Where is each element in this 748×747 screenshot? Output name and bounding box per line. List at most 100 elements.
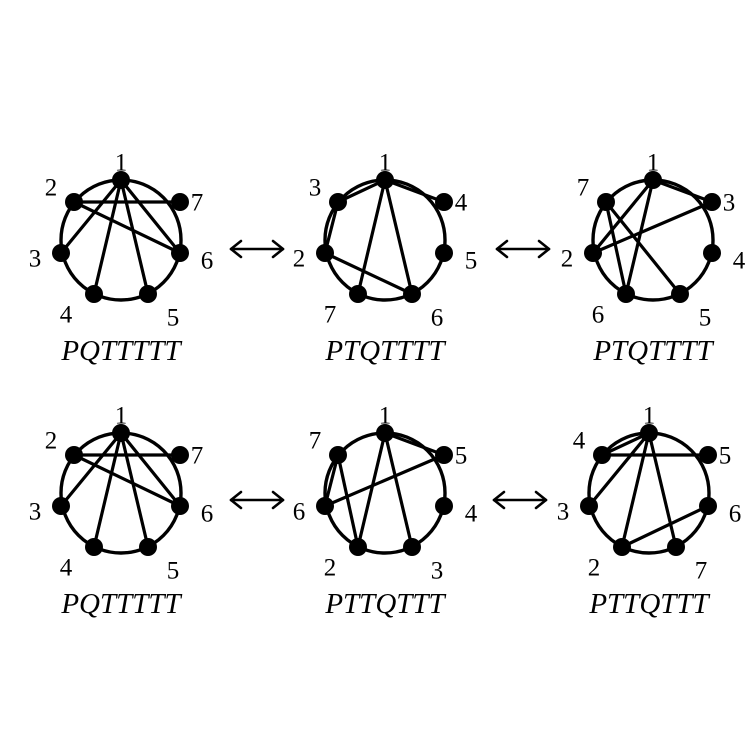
chord-edge (591, 200, 714, 255)
vertex-node (597, 193, 615, 211)
vertex-node (139, 538, 157, 556)
chord-edge (356, 178, 387, 296)
vertex-label: 2 (561, 246, 574, 273)
chord-edge (92, 431, 123, 549)
vertex-label: 6 (431, 305, 444, 332)
vertex-node (349, 285, 367, 303)
chord-edge (72, 200, 182, 255)
vertex-label: 3 (309, 175, 322, 202)
double-arrow-icon: ⟷ (229, 239, 285, 259)
vertex-label: 7 (324, 302, 337, 329)
vertex-label: 2 (45, 428, 58, 455)
vertex-label: 1 (643, 403, 656, 430)
chord-edge (336, 453, 360, 549)
vertex-label: 2 (293, 246, 306, 273)
vertex-label: 7 (695, 558, 708, 585)
vertex-node (435, 446, 453, 464)
double-arrow-icon: ⟷ (492, 490, 548, 510)
vertex-node (613, 538, 631, 556)
vertex-label: 6 (729, 501, 742, 528)
chord-edge (356, 431, 387, 549)
vertex-node (435, 497, 453, 515)
vertex-label: 3 (557, 499, 570, 526)
vertex-node (65, 446, 83, 464)
vertex-label: 7 (577, 175, 590, 202)
vertex-node (640, 424, 658, 442)
vertex-label: 5 (465, 248, 478, 275)
vertex-label: 7 (191, 443, 204, 470)
vertex-label: 6 (201, 501, 214, 528)
vertex-node (316, 497, 334, 515)
vertex-node (403, 538, 421, 556)
chord-edge (119, 431, 150, 549)
vertex-node (52, 244, 70, 262)
vertex-node (435, 193, 453, 211)
vertex-label: 1 (647, 150, 660, 177)
vertex-label: 2 (45, 175, 58, 202)
vertex-node (112, 424, 130, 442)
vertex-label: 1 (115, 403, 128, 430)
chord-edge (119, 431, 182, 508)
vertex-label: 5 (719, 443, 732, 470)
diagram-caption: PTQTTTT (324, 335, 446, 367)
vertex-node (171, 244, 189, 262)
chord-edge (651, 178, 714, 204)
vertex-label: 6 (201, 248, 214, 275)
vertex-label: 7 (191, 190, 204, 217)
vertex-node (329, 446, 347, 464)
vertex-node (671, 285, 689, 303)
vertex-label: 1 (379, 403, 392, 430)
chord-edge (647, 431, 678, 549)
vertex-node (617, 285, 635, 303)
chord-edge (119, 178, 150, 296)
vertex-node (329, 193, 347, 211)
vertex-label: 4 (733, 248, 746, 275)
chord-edge (383, 431, 446, 457)
vertex-label: 2 (588, 555, 601, 582)
vertex-node (139, 285, 157, 303)
vertex-node (403, 285, 421, 303)
vertex-label: 2 (324, 555, 337, 582)
vertex-label: 4 (455, 190, 468, 217)
vertex-node (171, 497, 189, 515)
vertex-node (171, 446, 189, 464)
chord-edge (604, 200, 628, 296)
chord-edge (383, 178, 414, 296)
vertex-node (171, 193, 189, 211)
vertex-node (667, 538, 685, 556)
chord-edge (323, 251, 414, 296)
vertex-label: 3 (29, 246, 42, 273)
vertex-node (376, 171, 394, 189)
vertex-node (52, 497, 70, 515)
chord-edge (383, 178, 446, 204)
vertex-label: 3 (431, 558, 444, 585)
vertex-node (580, 497, 598, 515)
vertex-node (703, 193, 721, 211)
vertex-label: 4 (465, 501, 478, 528)
vertex-node (376, 424, 394, 442)
vertex-node (703, 244, 721, 262)
vertex-label: 5 (455, 443, 468, 470)
vertex-label: 4 (60, 302, 73, 329)
vertex-node (316, 244, 334, 262)
vertex-node (349, 538, 367, 556)
vertex-label: 1 (379, 150, 392, 177)
chord-edge (72, 453, 182, 508)
vertex-label: 6 (592, 302, 605, 329)
vertex-node (85, 285, 103, 303)
chord-edge (587, 431, 651, 508)
chord-edge (92, 178, 123, 296)
vertex-label: 7 (309, 428, 322, 455)
vertex-label: 1 (115, 150, 128, 177)
chord-edge (383, 431, 414, 549)
diagram-caption: PQTTTTT (60, 335, 182, 367)
diagram-caption: PTQTTTT (592, 335, 714, 367)
vertex-node (65, 193, 83, 211)
